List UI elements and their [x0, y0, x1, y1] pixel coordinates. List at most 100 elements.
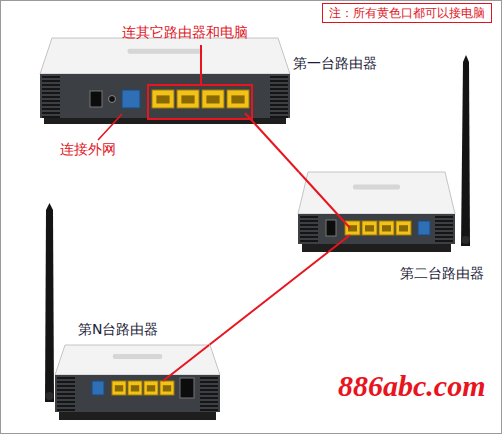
vent-rib: [200, 409, 218, 411]
vent-rib: [435, 220, 453, 222]
antenna-hinge: [462, 236, 470, 244]
lan-port: [202, 90, 224, 108]
router-vents: [42, 77, 60, 117]
vent-rib: [435, 240, 453, 242]
router-front: [40, 74, 290, 118]
vent-rib: [42, 112, 60, 114]
router-base: [302, 244, 451, 252]
lan-port: [128, 381, 142, 395]
vent-rib: [435, 232, 453, 234]
wan-port: [122, 90, 140, 108]
router-node: 第N台路由器: [55, 345, 220, 420]
port-slot: [163, 385, 171, 391]
lan-port: [152, 90, 174, 108]
port-slot: [206, 95, 219, 103]
vent-rib: [42, 88, 60, 90]
router-logo: [113, 354, 163, 359]
router-vents: [435, 217, 453, 241]
router-picture: [298, 172, 455, 252]
router-picture: [40, 38, 290, 124]
power-jack: [180, 378, 194, 398]
leader-line: [200, 45, 202, 84]
router-node: 第二台路由器: [298, 172, 455, 252]
vent-rib: [200, 389, 218, 391]
router-front: [298, 214, 455, 244]
vent-rib: [42, 108, 60, 110]
antenna: [45, 203, 54, 402]
router-top: [40, 38, 290, 74]
vent-rib: [57, 389, 75, 391]
vent-rib: [42, 116, 60, 118]
vent-rib: [42, 92, 60, 94]
router-vents: [300, 217, 318, 241]
vent-rib: [57, 381, 75, 383]
router-front: [55, 375, 220, 412]
port-cable: [163, 345, 209, 381]
vent-rib: [200, 381, 218, 383]
cable-connector: [209, 252, 328, 345]
vent-rib: [300, 224, 318, 226]
router-label: 第二台路由器: [400, 265, 484, 282]
port-slot: [147, 385, 155, 391]
port-slot: [348, 225, 357, 231]
cable-connector: [255, 124, 299, 172]
port-slot: [115, 385, 123, 391]
router-vents: [200, 378, 218, 410]
port-cable: [299, 172, 350, 228]
router-top: [298, 172, 455, 214]
vent-rib: [57, 377, 75, 379]
router-vents: [270, 77, 288, 117]
vent-rib: [270, 112, 288, 114]
wan-port: [92, 381, 104, 395]
port-slot: [399, 225, 408, 231]
router-logo: [128, 49, 203, 54]
port-slot: [382, 225, 391, 231]
port-slot: [231, 95, 244, 103]
vent-rib: [200, 405, 218, 407]
vent-rib: [300, 228, 318, 230]
lan-ports: [152, 90, 249, 108]
vent-rib: [270, 104, 288, 106]
router-logo: [353, 185, 400, 190]
vent-rib: [300, 232, 318, 234]
vent-rib: [200, 397, 218, 399]
vent-rib: [57, 393, 75, 395]
router-label: 第一台路由器: [293, 55, 377, 72]
router-picture: [55, 345, 220, 420]
vent-rib: [200, 385, 218, 387]
lan-ports: [112, 381, 174, 395]
vent-rib: [270, 88, 288, 90]
vent-rib: [42, 96, 60, 98]
vent-rib: [200, 401, 218, 403]
lan-port: [112, 381, 126, 395]
watermark: 886abc.com: [338, 368, 485, 404]
vent-rib: [435, 216, 453, 218]
lan-port: [144, 381, 158, 395]
vent-rib: [270, 80, 288, 82]
vent-rib: [300, 240, 318, 242]
vent-rib: [57, 409, 75, 411]
router-node: 第一台路由器: [40, 38, 290, 124]
vent-rib: [57, 405, 75, 407]
vent-rib: [270, 96, 288, 98]
vent-rib: [42, 100, 60, 102]
lan-port: [227, 90, 249, 108]
lan-ports: [345, 221, 411, 235]
router-vents: [57, 378, 75, 410]
antenna-hinge: [46, 392, 54, 400]
vent-rib: [42, 80, 60, 82]
vent-rib: [270, 100, 288, 102]
vent-rib: [435, 228, 453, 230]
vent-rib: [200, 393, 218, 395]
port-slot: [131, 385, 139, 391]
callout-text: 连其它路由器和电脑: [122, 24, 248, 41]
vent-rib: [42, 76, 60, 78]
vent-rib: [270, 108, 288, 110]
lan-port: [379, 221, 394, 235]
antenna: [461, 55, 470, 246]
lan-port: [177, 90, 199, 108]
reset-button: [109, 96, 116, 103]
vent-rib: [270, 76, 288, 78]
port-highlight: [148, 85, 252, 119]
